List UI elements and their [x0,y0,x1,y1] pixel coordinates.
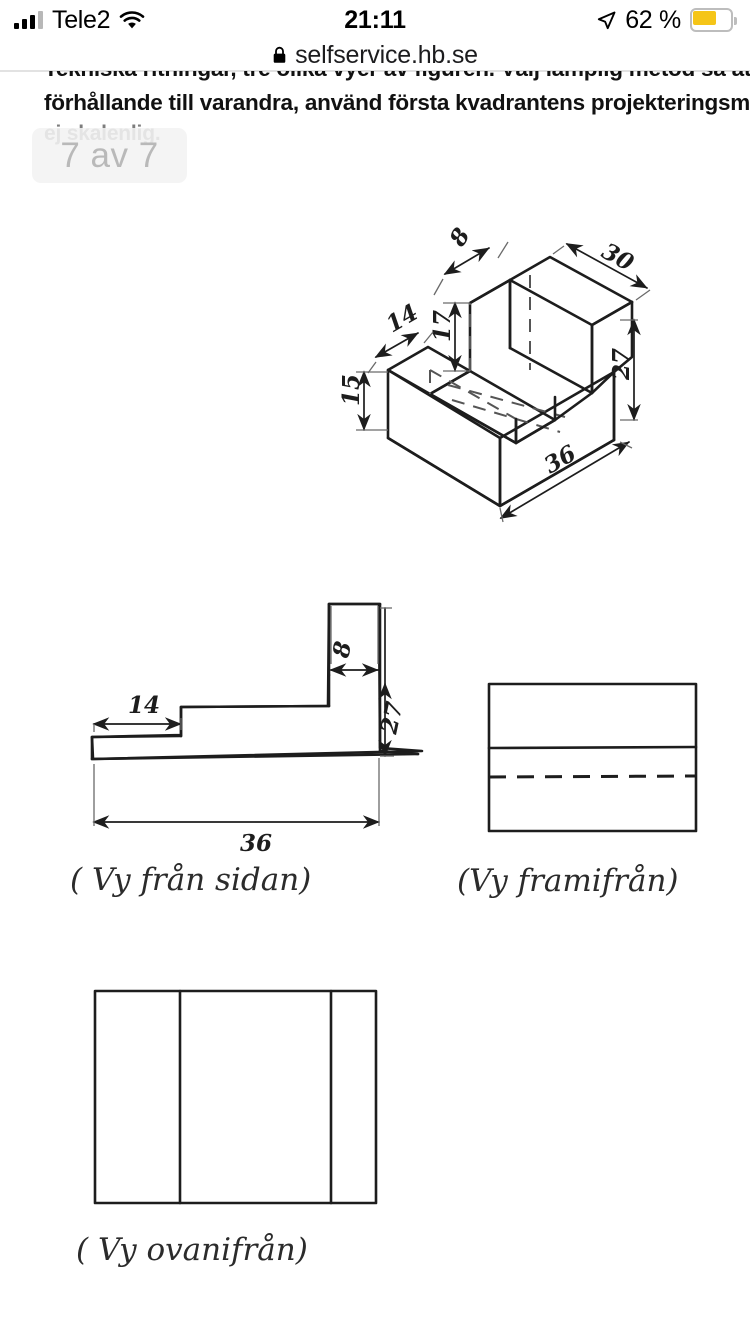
status-bar-left: Tele2 [14,0,145,40]
clock-label: 21:11 [344,5,406,34]
status-bar-right: 62 % [597,0,737,40]
lock-icon [272,46,287,64]
dim-17-iso: 17 [429,310,456,342]
battery-percent-label: 62 % [625,5,681,34]
side-view-group: 8 14 27 36 [90,602,424,857]
technical-drawing-svg: .ln { stroke:#1d1d1d; stroke-width:2.6; … [90,223,698,1205]
battery-icon [690,8,737,32]
dim-8-side: 8 [327,639,357,661]
isometric-view-group: 8 30 17 14 [338,223,651,523]
dim-27-iso: 27 [608,348,635,381]
top-view-caption: ( Vy ovanifrån) [76,1232,308,1268]
scanned-drawing-sheet: .ln { stroke:#1d1d1d; stroke-width:2.6; … [0,70,750,1334]
url-label: selfservice.hb.se [295,40,478,69]
side-view-caption: ( Vy från sidan) [70,862,312,898]
question-text-line-1-clipped: Tekniska ritningar, tre olika vyer av fi… [44,71,750,88]
front-view-caption: (Vy framifrån) [457,863,679,899]
page-indicator-badge: 7 av 7 [32,128,187,183]
dim-8-iso: 8 [444,223,476,252]
status-bar: Tele2 21:11 62 % [0,0,750,40]
front-view-group [487,682,698,833]
dim-14-side: 14 [128,692,160,719]
wifi-icon [119,10,145,30]
dim-36-iso: 36 [540,440,581,479]
dim-36-side: 36 [240,830,272,857]
dim-15-iso: 15 [338,374,365,406]
page-indicator-label: 7 av 7 [60,135,159,175]
browser-url-bar[interactable]: selfservice.hb.se [0,40,750,70]
dim-14-iso: 14 [382,299,423,338]
webpage-content[interactable]: Tekniska ritningar, tre olika vyer av fi… [0,70,750,1334]
top-view-group [93,989,378,1205]
carrier-label: Tele2 [52,5,111,34]
location-arrow-icon [597,11,616,30]
signal-bars-icon [14,11,43,29]
dim-27-side: 27 [375,699,408,737]
content-top-divider [0,70,750,72]
question-text-line-2: förhållande till varandra, använd första… [44,90,750,115]
dim-30-iso: 30 [597,238,638,277]
